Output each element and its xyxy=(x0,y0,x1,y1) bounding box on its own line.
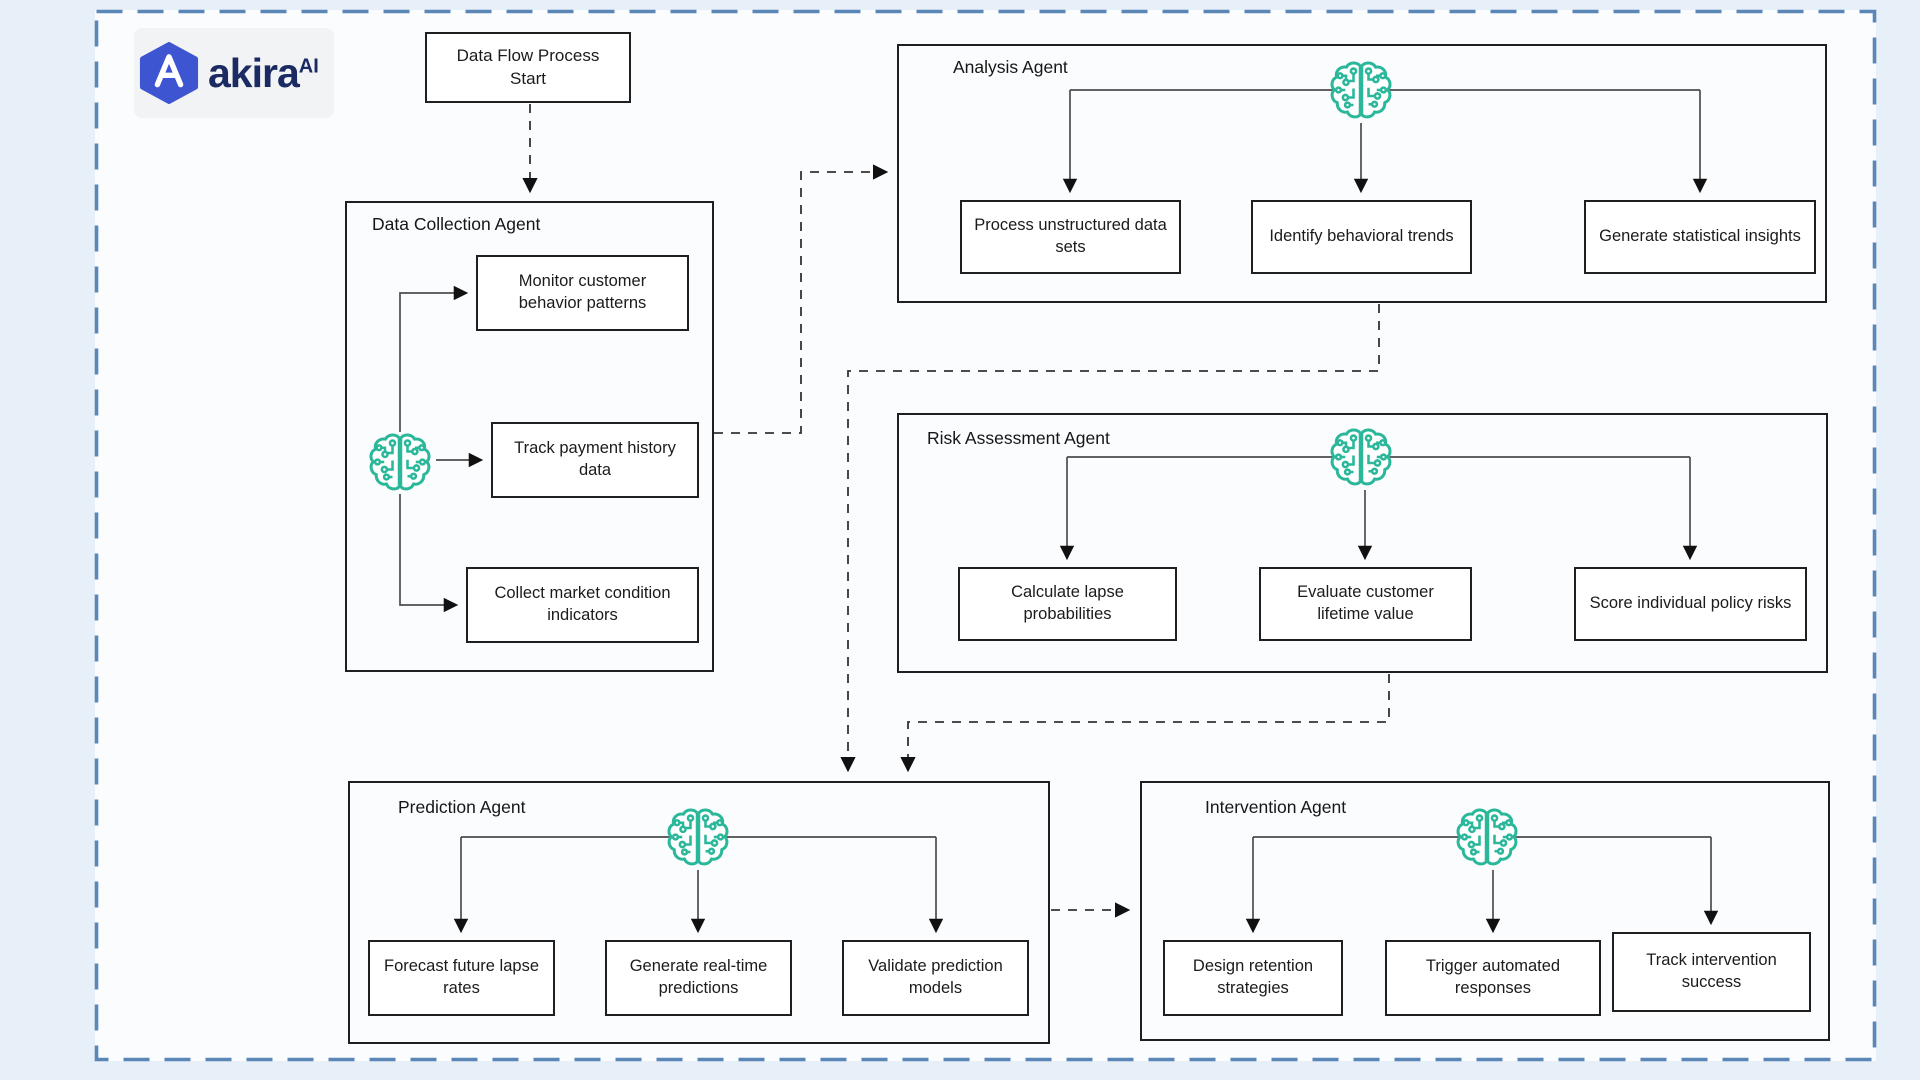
start-node: Data Flow Process Start xyxy=(425,32,631,103)
task-generate-statistical-insights: Generate statistical insights xyxy=(1584,200,1816,274)
task-collect-market-conditions: Collect market condition indicators xyxy=(466,567,699,643)
agent-intervention-label: Intervention Agent xyxy=(1205,797,1347,817)
task-track-payment-history: Track payment history data xyxy=(491,422,699,498)
task-label: Track intervention success xyxy=(1646,951,1777,991)
task-label: Score individual policy risks xyxy=(1589,594,1792,613)
circuit-brain-icon xyxy=(1330,61,1392,119)
brand-logo: akiraAI xyxy=(134,28,334,118)
task-label: Collect market condition indicators xyxy=(494,584,671,624)
task-label: Generate statistical insights xyxy=(1599,227,1801,246)
task-label: Process unstructured data sets xyxy=(974,216,1167,256)
task-label: Trigger automated responses xyxy=(1425,957,1561,997)
brand-superscript: AI xyxy=(298,54,319,77)
brand-name: akiraAI xyxy=(208,50,319,97)
agent-risk-assessment-label: Risk Assessment Agent xyxy=(927,428,1110,448)
task-monitor-customer-behavior: Monitor customer behavior patterns xyxy=(476,255,689,331)
task-track-intervention-success: Track intervention success xyxy=(1612,932,1811,1012)
task-process-unstructured-data: Process unstructured data sets xyxy=(960,200,1181,274)
task-design-retention-strategies: Design retention strategies xyxy=(1163,940,1343,1016)
akira-hexagon-icon xyxy=(139,42,199,104)
task-label: Monitor customer behavior patterns xyxy=(518,272,647,312)
task-label: Validate prediction models xyxy=(868,957,1003,997)
task-score-individual-policy-risks: Score individual policy risks xyxy=(1574,567,1807,641)
task-generate-realtime-predictions: Generate real-time predictions xyxy=(605,940,792,1016)
circuit-brain-icon xyxy=(1330,428,1392,486)
task-trigger-automated-responses: Trigger automated responses xyxy=(1385,940,1601,1016)
task-identify-behavioral-trends: Identify behavioral trends xyxy=(1251,200,1472,274)
task-label: Calculate lapse probabilities xyxy=(1011,583,1124,623)
brand-name-text: akira xyxy=(208,49,300,96)
agent-prediction-label: Prediction Agent xyxy=(398,797,526,817)
task-label: Identify behavioral trends xyxy=(1269,227,1454,246)
task-validate-prediction-models: Validate prediction models xyxy=(842,940,1029,1016)
task-evaluate-customer-lifetime-value: Evaluate customer lifetime value xyxy=(1259,567,1472,641)
task-label: Track payment history data xyxy=(514,439,676,479)
task-label: Design retention strategies xyxy=(1192,957,1314,997)
circuit-brain-icon xyxy=(667,808,729,866)
task-forecast-future-lapse-rates: Forecast future lapse rates xyxy=(368,940,555,1016)
agent-data-collection-label: Data Collection Agent xyxy=(372,214,541,234)
task-label: Forecast future lapse rates xyxy=(384,957,539,997)
task-label: Evaluate customer lifetime value xyxy=(1297,583,1434,623)
circuit-brain-icon xyxy=(1456,808,1518,866)
start-node-label: Data Flow Process Start xyxy=(456,46,600,88)
agent-analysis-label: Analysis Agent xyxy=(953,57,1068,77)
task-label: Generate real-time predictions xyxy=(629,957,768,997)
task-calculate-lapse-probabilities: Calculate lapse probabilities xyxy=(958,567,1177,641)
circuit-brain-icon xyxy=(369,433,431,491)
